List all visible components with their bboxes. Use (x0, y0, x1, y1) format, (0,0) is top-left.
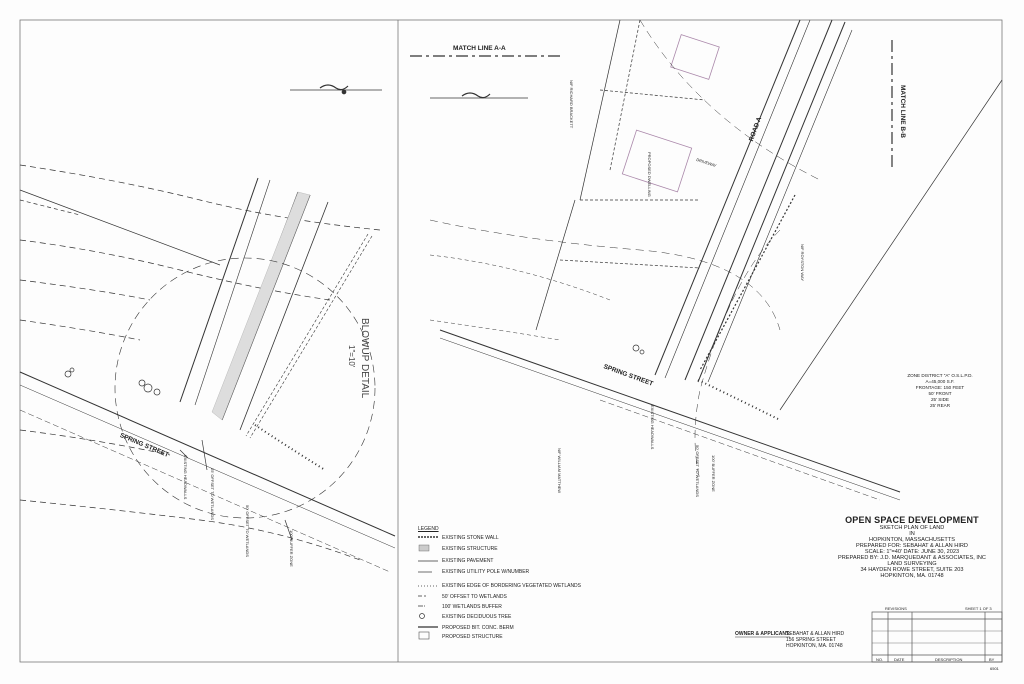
col-date: DATE (894, 657, 905, 662)
title-line: HOPKINTON, MA. 01748 (880, 573, 944, 579)
right-offset-label: 50' OFFSET TO WETLANDS (695, 445, 700, 497)
owner-line: HOPKINTON, MA. 01748 (786, 643, 843, 649)
legend-title: LEGEND (418, 526, 439, 532)
left-offset-label: 50' OFFSET TO WETLANDS (245, 505, 250, 557)
proposed-dwelling-label: PROPOSED DWELLING (647, 152, 652, 197)
zone-line: 25' REAR (929, 403, 951, 408)
legend-item: 100' WETLANDS BUFFER (442, 604, 502, 610)
blowup-scale: 1"=10' (347, 345, 356, 368)
drawing-code: 6501 (990, 666, 999, 671)
title-line: PREPARED BY: J.D. MARQUEDANT & ASSOCIATE… (838, 555, 986, 561)
left-buffer-label: 100' BUFFER ZONE (289, 530, 294, 567)
zone-line: 50' FRONT (928, 391, 952, 396)
zone-line: ZONE DISTRICT "A" O.S.L.P.D. (907, 373, 973, 378)
title-line: SKETCH PLAN OF LAND (879, 525, 945, 531)
nf-william-label: N/F WILLIAM MATTHEW (557, 448, 562, 494)
zone-info: ZONE DISTRICT "A" O.S.L.P.D. A=45,000 S.… (905, 373, 975, 409)
legend-item: EXISTING STONE WALL (442, 535, 499, 541)
blowup-title: BLOWUP DETAIL (359, 318, 370, 399)
col-no: NO. (876, 657, 884, 662)
legend-item: 50' OFFSET TO WETLANDS (442, 594, 507, 600)
sheet-number: SHEET 1 OF 3 (965, 606, 992, 611)
legend-item: PROPOSED STRUCTURE (442, 634, 503, 640)
legend-item: EXISTING PAVEMENT (442, 558, 494, 564)
revisions-label: REVISIONS (885, 606, 907, 611)
legend-item: EXISTING UTILITY POLE W/NUMBER (442, 569, 530, 575)
left-headwalls-label: EXISTING HEADWALLS (183, 455, 188, 500)
title-line: SCALE: 1"=40' DATE: JUNE 30, 2023 (864, 549, 960, 555)
owner-label: OWNER & APPLICANT: (735, 631, 791, 637)
owner-info: SEBAHAT & ALLAN HIRD 156 SPRING STREET H… (786, 631, 844, 649)
project-title: OPEN SPACE DEVELOPMENT (845, 515, 979, 525)
owner-line: SEBAHAT & ALLAN HIRD (786, 631, 845, 637)
legend-item: EXISTING EDGE OF BORDERING VEGETATED WET… (442, 583, 581, 589)
zone-line: FRONTAGE: 150 FEET (915, 385, 965, 390)
nf-richard-label: N/F RICHARD BRACKETT (569, 80, 574, 129)
right-buffer-label: 100' BUFFER ZONE (711, 455, 716, 492)
legend-item: EXISTING STRUCTURE (442, 546, 498, 552)
col-description: DESCRIPTION (935, 657, 963, 662)
zone-line: 25' SIDE (931, 397, 949, 402)
left-zone-label: 25' OFFSET TO WETLANDS (210, 468, 215, 520)
col-by: BY (989, 657, 995, 662)
legend-item: PROPOSED BIT. CONC. BERM (442, 625, 514, 631)
match-line-a: MATCH LINE A-A (453, 45, 506, 52)
match-line-b: MATCH LINE B-B (899, 85, 906, 138)
owner-line: 156 SPRING STREET (786, 637, 837, 643)
title-block: OPEN SPACE DEVELOPMENT SKETCH PLAN OF LA… (822, 515, 1002, 579)
title-line: HOPKINTON, MASSACHUSETTS (869, 537, 955, 543)
title-line: 34 HAYDEN ROWE STREET, SUITE 203 (860, 567, 964, 573)
title-line: PREPARED FOR: SEBAHAT & ALLAN HIRD (856, 543, 968, 549)
zone-line: A=45,000 S.F. (925, 379, 955, 384)
legend-item: EXISTING DECIDUOUS TREE (442, 614, 512, 620)
nf-royston-label: N/F ROYSTON WAY (800, 244, 805, 282)
title-line: LAND SURVEYING (887, 561, 937, 567)
title-line: IN (909, 531, 915, 537)
right-headwalls-label: EXISTING HEADWALLS (650, 405, 655, 450)
